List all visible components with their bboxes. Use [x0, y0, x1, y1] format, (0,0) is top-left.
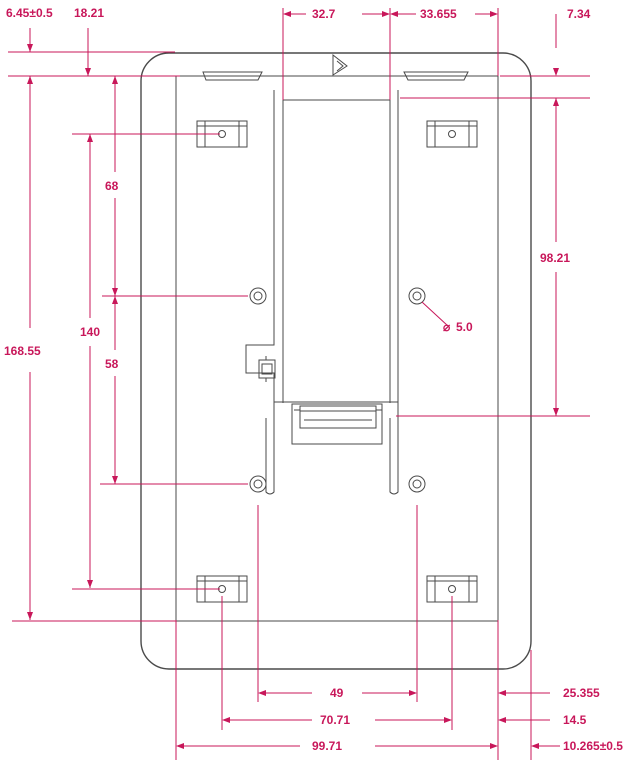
- dim-width-inner-holes: 49: [330, 686, 344, 700]
- dim-lower-mount: 58: [105, 357, 119, 371]
- central-board: [245, 90, 399, 403]
- hole-upper-right: [408, 287, 426, 305]
- left-rail: [265, 402, 275, 495]
- dim-top-edge: 18.21: [74, 6, 104, 20]
- dim-upper-mount: 68: [105, 179, 119, 193]
- dim-connector-height: 98.21: [540, 251, 570, 265]
- dim-slot-right: 33.655: [420, 7, 457, 21]
- top-clip-left: [202, 71, 263, 81]
- orientation-arrow-inner: [336, 60, 344, 72]
- bracket-top-right: [426, 120, 478, 148]
- dimension-lines: [8, 8, 590, 760]
- dim-height-holes: 140: [80, 325, 100, 339]
- dimension-labels: 6.45±0.5 18.21 32.7 33.655 7.34 168.55 1…: [4, 6, 623, 753]
- dim-right-14: 14.5: [563, 713, 587, 727]
- dim-hole-diameter: 5.0: [456, 320, 473, 334]
- dim-right-top: 7.34: [567, 7, 591, 21]
- outer-frame: [140, 52, 532, 670]
- hole-lower-left: [249, 475, 267, 493]
- dim-top-offset: 6.45±0.5: [6, 6, 53, 20]
- device-outline: [140, 52, 532, 670]
- top-clip-right: [403, 71, 469, 81]
- dim-right-25: 25.355: [563, 686, 600, 700]
- dim-slot-left: 32.7: [312, 7, 336, 21]
- right-rail: [389, 402, 399, 495]
- dim-diameter-symbol: ⌀: [443, 320, 451, 334]
- dim-width-outer-holes: 70.71: [320, 713, 350, 727]
- fpc-connector: [291, 403, 383, 445]
- top-clips: [202, 53, 469, 81]
- dim-right-10: 10.265±0.5: [563, 739, 623, 753]
- orientation-arrow-icon: [332, 53, 348, 76]
- screw-holes: [249, 287, 426, 493]
- side-connector: [258, 356, 276, 382]
- dim-width-panel: 99.71: [312, 739, 342, 753]
- dimension-arrowheads: [27, 11, 559, 749]
- hole-upper-left: [249, 287, 267, 305]
- inner-panel: [175, 75, 499, 622]
- hole-lower-right: [408, 475, 426, 493]
- dim-height-total: 168.55: [4, 344, 41, 358]
